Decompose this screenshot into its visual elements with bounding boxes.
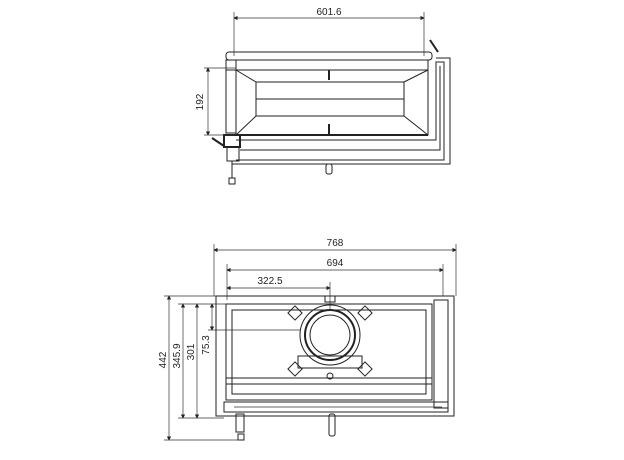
drawing-line <box>403 69 429 83</box>
firebox <box>225 303 433 401</box>
dimension-height-b-label: 301 <box>186 343 197 360</box>
air-control-knob <box>325 163 333 175</box>
air-control-knob <box>328 413 336 437</box>
drawing-line <box>299 304 361 366</box>
drawing-line <box>240 66 441 151</box>
hatched-insulation-top <box>225 59 429 71</box>
drawing-line <box>231 309 427 395</box>
drawing-line <box>357 305 373 321</box>
top-cover <box>225 51 433 61</box>
drawing-line <box>304 309 356 361</box>
dimension-width-label: 601.6 <box>316 7 341 18</box>
drawing-line <box>235 413 245 433</box>
drawing-line <box>211 137 225 147</box>
drawing-line <box>403 115 429 136</box>
drawing-line <box>309 314 351 356</box>
drawing-line <box>357 361 373 377</box>
drawing-line <box>235 69 257 83</box>
drawing-line <box>326 372 334 380</box>
dimension-overall-height-label: 442 <box>158 351 169 368</box>
drawing-line <box>226 146 240 162</box>
hatched-insulation-left <box>225 59 237 134</box>
drawing-line <box>324 295 336 303</box>
drawing-line <box>235 115 257 136</box>
drawing-line <box>429 39 439 53</box>
drawing-line <box>297 355 363 369</box>
firebox-frame <box>235 69 429 136</box>
front-view: 768 694 322.5 <box>158 238 457 441</box>
dimension-overall-width-label: 768 <box>327 238 344 249</box>
door-bottom-rail <box>223 401 449 413</box>
dimension-depth-label: 192 <box>195 93 206 110</box>
handle-mechanism <box>223 134 241 148</box>
door-frame <box>236 61 445 161</box>
side-panel <box>433 299 449 409</box>
drawing-line <box>287 305 303 321</box>
dimension-flue-height-label: 75.3 <box>201 335 212 355</box>
handle-knob <box>237 433 245 441</box>
dimension-flue-offset-label: 322.5 <box>257 276 282 287</box>
dimension-inner-width-label: 694 <box>327 258 344 269</box>
dimension-height-a-label: 345.9 <box>172 343 183 368</box>
drawing-line <box>287 361 303 377</box>
top-view: 601.6 192 <box>195 7 451 185</box>
handle-knob <box>228 177 236 185</box>
outer-frame <box>232 57 451 165</box>
flue-collar <box>287 295 373 380</box>
